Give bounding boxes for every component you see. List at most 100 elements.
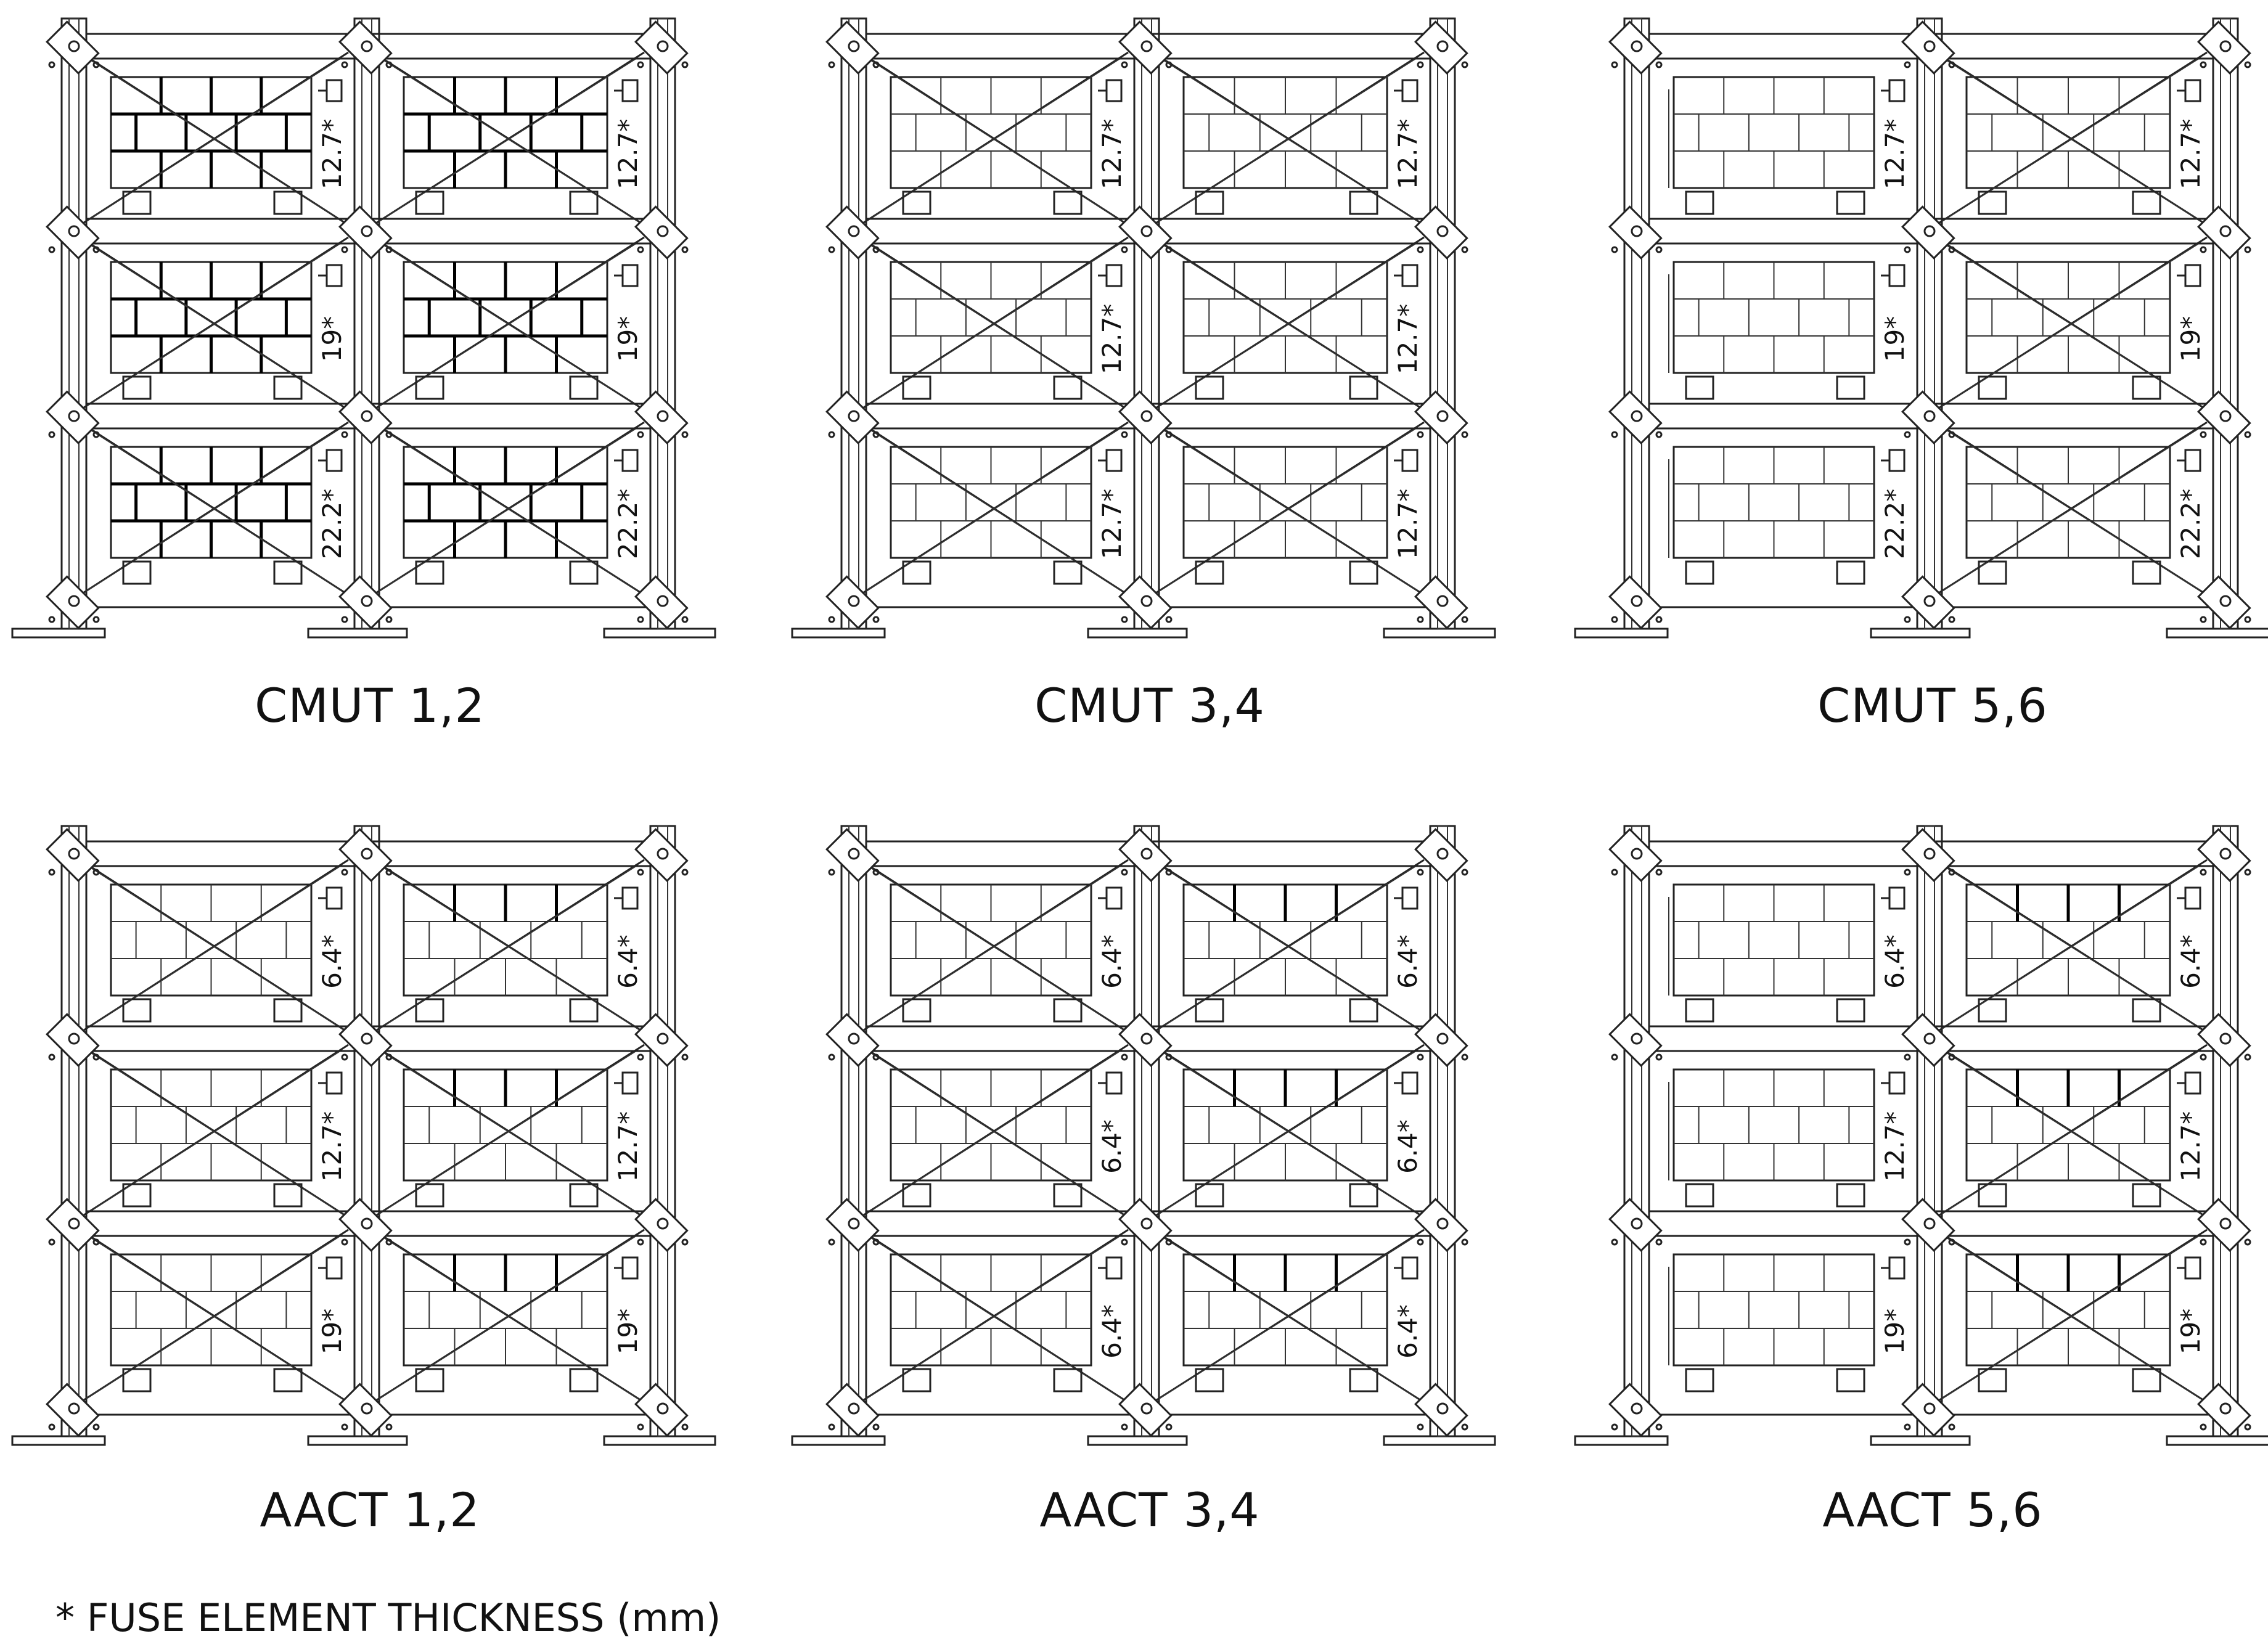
fuse-thickness-label: 12.7* [1393,119,1423,190]
base-plates [11,628,716,639]
bearing-pad [2132,375,2161,400]
bearing-pad [1053,560,1083,585]
gusset-plate [1608,828,1663,882]
bearing-pad [569,1368,599,1392]
bay-2-story-2: 19* [1935,236,2208,411]
bay-1-story-1: 22.2* [1668,446,1910,585]
bay-2-story-3: 12.7* [1935,51,2208,226]
column-3 [1429,825,1456,1437]
bearing-pad [1685,560,1714,585]
bay-2-story-3: 6.4* [372,859,645,1034]
bay-2-story-3: 12.7* [1152,51,1425,226]
bay-1-story-2: 19* [1668,261,1910,400]
panel-caption-aact-1-2: AACT 1,2 [260,1482,480,1537]
bay-2-story-3: 12.7* [372,51,645,226]
gusset-plate [1901,575,1955,629]
gusset-plate [825,205,880,260]
gusset-plates [1608,20,2251,629]
fuse-element [1105,1071,1123,1095]
fuse-thickness-label: 22.2* [613,489,643,560]
frame-elevation-cmut-5-6: 12.7*19*22.2*12.7*19*22.2* [1574,17,2268,639]
fuse-thickness-label: 12.7* [1393,304,1423,375]
gusset-plate [1901,390,1955,444]
bearing-pad [1685,375,1714,400]
frame-elevation-aact-5-6: 6.4*12.7*19*6.4*12.7*19* [1574,825,2268,1446]
fuse-element [2184,1071,2201,1095]
bearing-pad [2132,1368,2161,1392]
bearing-pad [2132,560,2161,585]
bearing-pad [415,560,444,585]
fuse-element [621,1256,639,1280]
bay-2-story-1: 12.7* [1152,421,1425,596]
bearing-pad [902,1183,931,1208]
panel-caption-cmut-3-4: CMUT 3,4 [1034,678,1265,733]
fuse-element [1105,79,1123,102]
fuse-element [1105,449,1123,472]
gusset-plate [46,1013,100,1067]
bearing-pad [122,560,152,585]
fuse-element [1401,1071,1419,1095]
column-2 [353,17,380,630]
gusset-plate [825,1013,880,1067]
bay-2-story-2: 6.4* [1152,1044,1425,1219]
bearing-pad [1685,1368,1714,1392]
bearing-pad [1349,1368,1378,1392]
fuse-element [1105,1256,1123,1280]
fuse-element [1401,264,1419,287]
fuse-thickness-label: 12.7* [2176,119,2206,190]
gusset-plate [1118,575,1173,629]
bearing-pad [122,190,152,215]
column-2 [1133,825,1160,1437]
fuse-thickness-label: 6.4* [1097,934,1127,989]
gusset-plate [1414,390,1468,444]
bay-1-story-1: 6.4* [859,1229,1129,1404]
bay-1-story-3: 12.7* [859,51,1129,226]
bearing-pad [1836,1368,1865,1392]
fuse-thickness-label: 6.4* [1393,1119,1423,1174]
gusset-plate [46,575,100,629]
columns [1623,17,2239,630]
bearing-pad [1349,560,1378,585]
gusset-plate [825,575,880,629]
bay-1-story-3: 6.4* [1668,883,1910,1023]
bearing-pad [1195,190,1224,215]
gusset-plate [338,205,393,260]
bay-2-story-1: 6.4* [1152,1229,1425,1404]
bearing-pad [273,1183,303,1208]
bay-2-story-1: 22.2* [372,421,645,596]
bearing-pad [1195,998,1224,1023]
bearing-pad [902,560,931,585]
fuse-element [621,264,639,287]
gusset-plate [338,20,393,75]
base-plates [1574,628,2268,639]
bearing-pad [273,375,303,400]
gusset-plate [1118,1013,1173,1067]
column-2 [1916,825,1943,1437]
fuse-element [325,1071,343,1095]
bay-1-story-2: 6.4* [859,1044,1129,1219]
gusset-plate [338,828,393,882]
fuse-element [325,886,343,910]
gusset-plate [1608,1198,1663,1252]
panel-caption-aact-3-4: AACT 3,4 [1039,1482,1260,1537]
bearing-pad [1978,560,2007,585]
panel-caption-cmut-1-2: CMUT 1,2 [255,678,485,733]
bearing-pad [415,998,444,1023]
bearing-pad [1349,375,1378,400]
base-plates [1574,1435,2268,1446]
bearing-pad [1349,190,1378,215]
gusset-plate [825,1198,880,1252]
bay-2-story-3: 6.4* [1152,859,1425,1034]
gusset-plate [46,205,100,260]
column-3 [2212,825,2239,1437]
fuse-thickness-label: 12.7* [613,119,643,190]
frame-elevation-cmut-1-2: 12.7*19*22.2*12.7*19*22.2* [11,17,716,639]
bay-2-story-1: 22.2* [1935,421,2208,596]
gusset-plate [2197,1013,2251,1067]
gusset-plate [1901,828,1955,882]
bearing-pad [1349,1183,1378,1208]
fuse-element [1888,79,1906,102]
gusset-plate [1414,205,1468,260]
fuse-thickness-label: 19* [613,316,643,362]
bearing-pad [1978,190,2007,215]
